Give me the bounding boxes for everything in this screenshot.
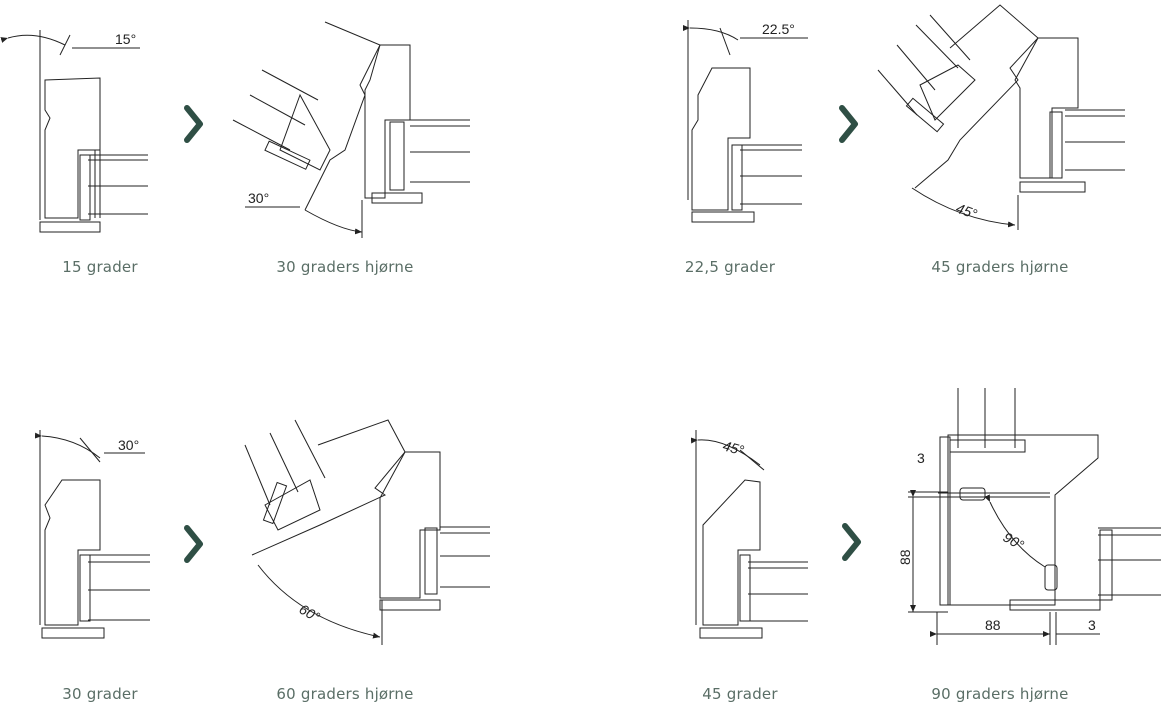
angle-label-45-corner: 45° <box>954 200 980 222</box>
corner-60-drawing <box>244 419 490 645</box>
dimension-gap-top: 3 <box>917 450 925 466</box>
profile-45-drawing <box>690 430 808 639</box>
dimension-height: 88 <box>897 549 913 565</box>
caption-15-degrees: 15 grader <box>62 258 138 276</box>
profile-15-drawing <box>0 30 148 233</box>
corner-45-drawing <box>877 4 1125 230</box>
angle-label-45: 45° <box>721 437 746 458</box>
chevron-right-icon <box>842 523 861 561</box>
caption-45-degrees: 45 grader <box>702 685 778 703</box>
chevron-right-icon <box>839 105 858 143</box>
chevron-right-icon <box>184 105 203 143</box>
caption-45-corner: 45 graders hjørne <box>931 258 1069 276</box>
caption-225-degrees: 22,5 grader <box>684 258 776 276</box>
angle-label-30-corner: 30° <box>248 190 269 206</box>
dimension-gap-right: 3 <box>1088 617 1096 633</box>
angle-label-30: 30° <box>118 437 139 453</box>
corner-30-drawing <box>232 21 470 238</box>
caption-90-corner: 90 graders hjørne <box>931 685 1069 703</box>
chevron-right-icon <box>184 525 203 563</box>
caption-30-degrees: 30 grader <box>62 685 138 703</box>
dimension-width: 88 <box>985 617 1001 633</box>
caption-60-corner: 60 graders hjørne <box>276 685 414 703</box>
caption-30-corner: 30 graders hjørne <box>276 258 414 276</box>
angle-label-15: 15° <box>115 31 136 47</box>
profile-225-drawing <box>682 20 808 223</box>
corner-90-drawing <box>908 388 1161 645</box>
angle-label-225: 22.5° <box>762 21 795 37</box>
profile-30-drawing <box>34 430 150 639</box>
